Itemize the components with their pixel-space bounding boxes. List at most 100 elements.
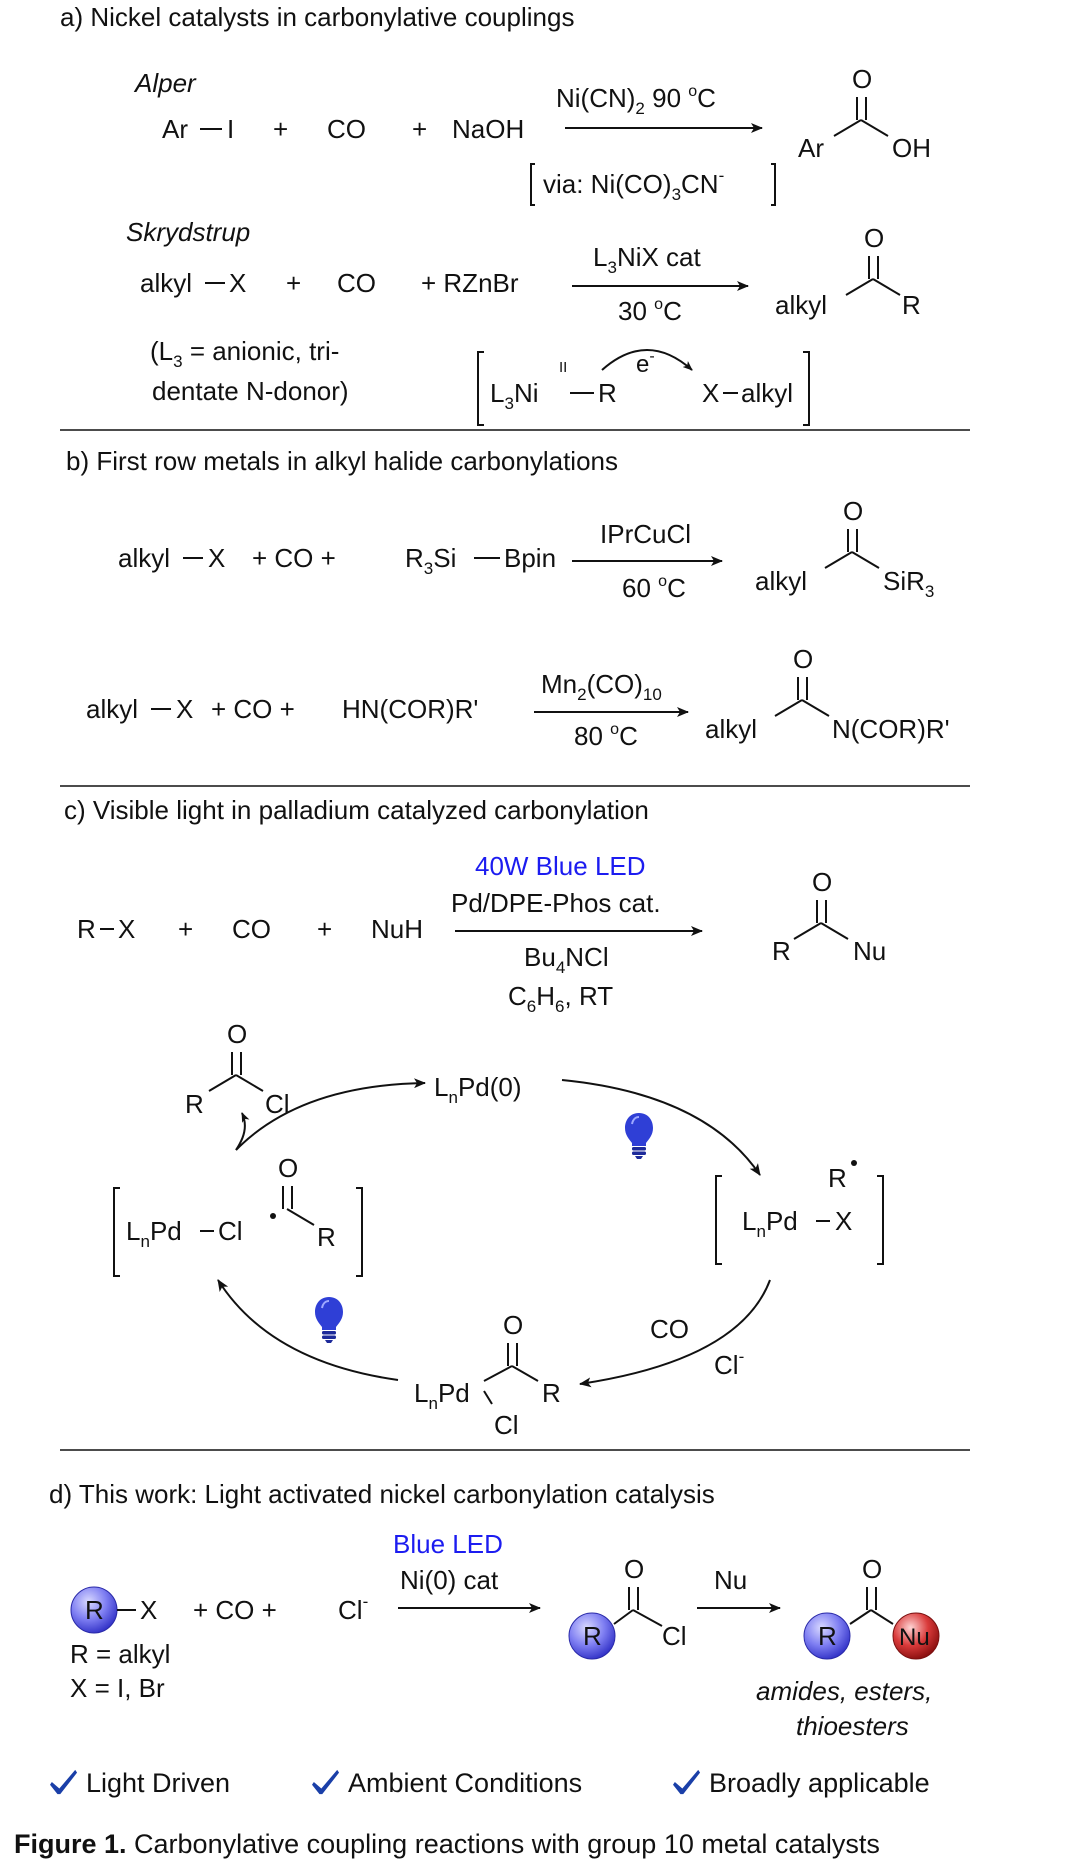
feature-broadly-applicable: Broadly applicable <box>709 1768 930 1798</box>
light-bulb-icon <box>624 1112 654 1160</box>
product-classes-2: thioesters <box>796 1711 909 1741</box>
svg-text:X: X <box>702 378 719 408</box>
svg-text:LnPd: LnPd <box>126 1216 182 1251</box>
skrydstrup-plus: + <box>286 268 301 298</box>
cycle-arrow-top-right <box>561 1079 761 1176</box>
svg-text:O: O <box>864 223 884 253</box>
alper-reaction: Alper Ar I + CO + NaOH Ni(CN)2 90 oC via… <box>133 64 931 206</box>
r-group-ball <box>568 1612 616 1660</box>
checkmark-icon <box>50 1769 78 1795</box>
product-classes-1: amides, esters, <box>756 1676 932 1706</box>
alper-via-bracket <box>530 163 776 206</box>
nickel-catalyst: Ni(0) cat <box>400 1565 499 1595</box>
skrydstrup-ligand-note-2: dentate N-donor) <box>152 376 349 406</box>
pd-catalyst: Pd/DPE-Phos cat. <box>451 888 661 918</box>
svg-text:O: O <box>278 1153 298 1183</box>
light-bulb-icon <box>314 1296 344 1344</box>
pd-reaction: R X + CO + NuH 40W Blue LED Pd/DPE-Phos … <box>77 851 886 1016</box>
aminocarbonylation-reaction: alkyl X + CO + HN(COR)R' Mn2(CO)10 80 oC… <box>86 644 950 751</box>
alper-product-o: O <box>852 64 872 94</box>
skrydstrup-catalyst: L3NiX cat <box>593 242 702 277</box>
alper-label: Alper <box>133 68 197 98</box>
skrydstrup-product-ketone: O alkyl R <box>775 223 921 320</box>
pd-additive: Bu4NCl <box>524 942 609 977</box>
cycle-radical-intermediate: R LnPd X <box>715 1160 884 1265</box>
svg-text:LnPd: LnPd <box>742 1206 798 1241</box>
section-a-heading: a) Nickel catalysts in carbonylative cou… <box>60 2 574 32</box>
section-c-heading: c) Visible light in palladium catalyzed … <box>64 795 649 825</box>
blue-led-condition: 40W Blue LED <box>475 851 646 881</box>
svg-text:R: R <box>542 1378 561 1408</box>
alper-reactant-i: I <box>227 114 234 144</box>
svg-text:LnPd: LnPd <box>414 1378 470 1413</box>
skrydstrup-alkyl: alkyl <box>140 268 192 298</box>
section-a: a) Nickel catalysts in carbonylative cou… <box>60 2 931 426</box>
alper-naoh: NaOH <box>452 114 524 144</box>
section-d: d) This work: Light activated nickel car… <box>49 1479 940 1741</box>
cycle-arrow-bottom-right <box>579 1279 771 1388</box>
svg-text:alkyl: alkyl <box>705 714 757 744</box>
alper-product-carboxylic-acid: O Ar OH <box>798 64 931 163</box>
nucleophile-ball <box>892 1612 940 1660</box>
svg-text:Bpin: Bpin <box>504 543 556 573</box>
svg-text:X: X <box>208 543 225 573</box>
final-product: O R Nu <box>803 1554 940 1660</box>
section-b: b) First row metals in alkyl halide carb… <box>66 446 950 751</box>
svg-text:R: R <box>583 1621 602 1651</box>
feature-list: Light Driven Ambient Conditions Broadly … <box>50 1768 930 1798</box>
radical-dot <box>851 1160 857 1166</box>
skrydstrup-label: Skrydstrup <box>126 217 250 247</box>
svg-text:X: X <box>835 1206 852 1236</box>
svg-text:R: R <box>77 914 96 944</box>
alper-product-oh: OH <box>892 133 931 163</box>
catalytic-cycle: LnPd(0) O R Cl R LnPd X <box>113 1019 884 1440</box>
blue-led-label: Blue LED <box>393 1529 503 1559</box>
alper-co: CO <box>327 114 366 144</box>
skrydstrup-x: X <box>229 268 246 298</box>
silylcarbonylation-reaction: alkyl X + CO + R3Si Bpin IPrCuCl 60 oC O… <box>118 496 934 603</box>
r-group-ball <box>803 1612 851 1660</box>
skrydstrup-electron: e- <box>636 348 655 378</box>
figure-caption-text: Carbonylative coupling reactions with gr… <box>127 1829 880 1859</box>
svg-text:O: O <box>843 496 863 526</box>
svg-text:alkyl: alkyl <box>755 566 807 596</box>
nucleophile-label: Nu <box>714 1565 747 1595</box>
figure-caption: Figure 1. Carbonylative coupling reactio… <box>14 1829 880 1859</box>
cycle-acyl-radical-intermediate: LnPd Cl O R <box>113 1153 363 1277</box>
skrydstrup-mechanism-bracket <box>477 351 810 426</box>
imide-product: O alkyl N(COR)R' <box>705 644 950 744</box>
manganese-catalyst: Mn2(CO)10 <box>541 669 662 704</box>
svg-text:+ CO +: + CO + <box>193 1595 277 1625</box>
r-definition: R = alkyl <box>70 1639 170 1669</box>
svg-text:R: R <box>317 1222 336 1252</box>
silylboronate: R3Si <box>405 543 456 578</box>
svg-text:alkyl: alkyl <box>775 290 827 320</box>
skrydstrup-ligand-note-1: (L3 = anionic, tri- <box>150 336 339 371</box>
cycle-arrow-top-left <box>235 1078 426 1151</box>
skrydstrup-reaction: Skrydstrup alkyl X + CO + RZnBr L3NiX ca… <box>126 217 921 426</box>
skrydstrup-co: CO <box>337 268 376 298</box>
svg-text:Cl: Cl <box>218 1216 243 1246</box>
svg-text:+: + <box>317 914 332 944</box>
svg-text:80 oC: 80 oC <box>574 721 638 751</box>
svg-text:alkyl: alkyl <box>86 694 138 724</box>
skrydstrup-ni-complex: L3Ni <box>490 378 539 413</box>
checkmark-icon <box>673 1769 701 1795</box>
alper-reactant-ar: Ar <box>162 114 188 144</box>
section-b-heading: b) First row metals in alkyl halide carb… <box>66 446 618 476</box>
x-definition: X = I, Br <box>70 1673 165 1703</box>
skrydstrup-electron-arrow <box>601 349 693 371</box>
svg-text:X: X <box>176 694 193 724</box>
svg-text:O: O <box>503 1310 523 1340</box>
svg-text:O: O <box>862 1554 882 1584</box>
alper-conditions: Ni(CN)2 90 oC <box>556 83 716 118</box>
skrydstrup-temp: 30 oC <box>618 296 682 326</box>
checkmark-icon <box>312 1769 340 1795</box>
svg-text:N(COR)R': N(COR)R' <box>832 714 950 744</box>
svg-text:alkyl: alkyl <box>118 543 170 573</box>
svg-text:X: X <box>118 914 135 944</box>
svg-text:R: R <box>902 290 921 320</box>
svg-text:O: O <box>227 1019 247 1049</box>
svg-text:NuH: NuH <box>371 914 423 944</box>
